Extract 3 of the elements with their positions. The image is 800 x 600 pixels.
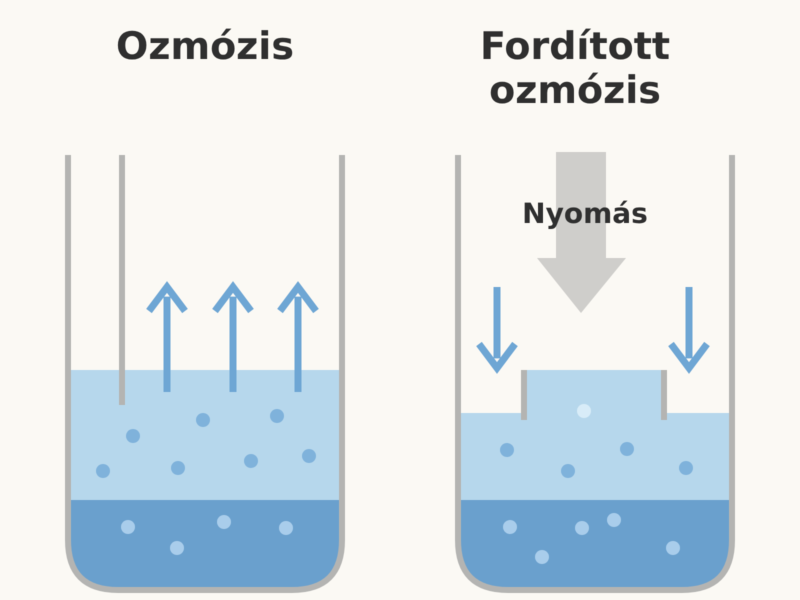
heading: Ozmózis — [115, 25, 295, 69]
pressure-label: Nyomás — [521, 198, 649, 230]
heading: Fordított ozmózis — [478, 25, 672, 112]
